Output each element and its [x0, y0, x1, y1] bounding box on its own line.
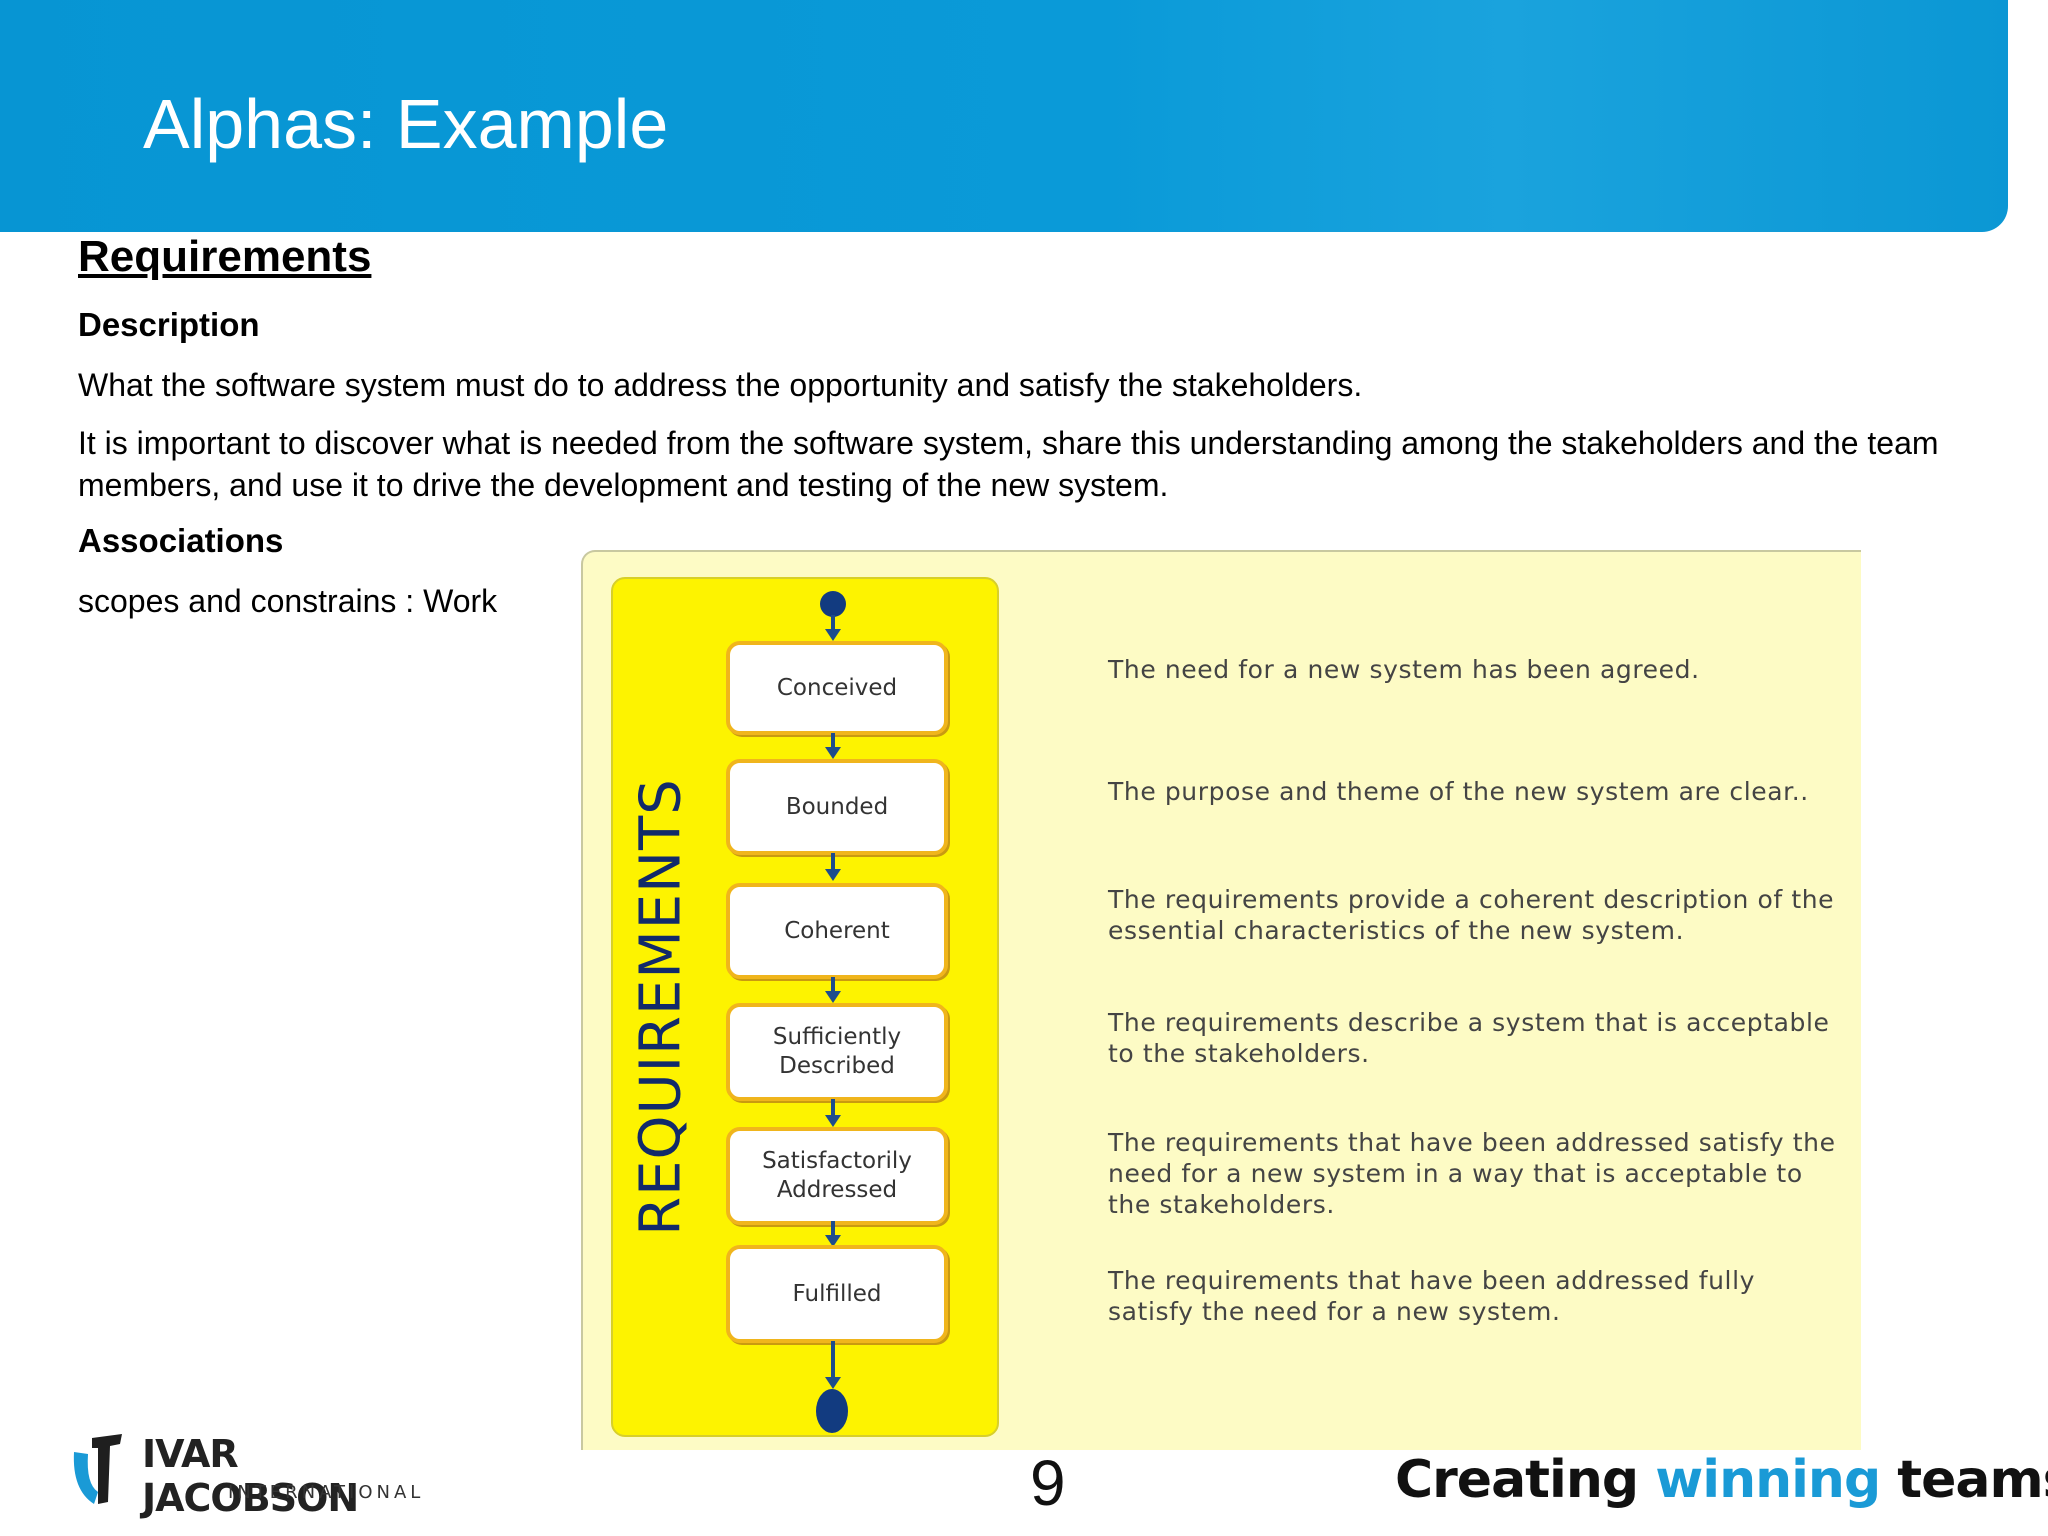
state-description-coherent: The requirements provide a coherent desc… [1108, 885, 1835, 945]
state-description-sufficiently-described: The requirements describe a system that … [1108, 1008, 1830, 1068]
tagline-part-2: teams. [1897, 1450, 2048, 1510]
state-fulfilled: Fulfilled [726, 1245, 948, 1343]
state-satisfactorily-addressed: Satisfactorily Addressed [726, 1127, 948, 1225]
logo-name: IVAR JACOBSON [142, 1432, 359, 1520]
arrow-icon [825, 1115, 841, 1127]
description-text-1: What the software system must do to addr… [78, 367, 1363, 403]
arrow-icon [825, 747, 841, 759]
description-text-2: It is important to discover what is need… [78, 425, 1939, 503]
state-description-fulfilled: The requirements that have been addresse… [1108, 1266, 1756, 1326]
connector [831, 1099, 835, 1117]
swimlane-label: REQUIREMENTS [628, 778, 694, 1236]
requirements-swimlane: REQUIREMENTS Conceived Bounded Coherent … [611, 577, 999, 1437]
header-banner: Alphas: Example [0, 0, 2008, 232]
connector [831, 853, 835, 873]
description-label: Description [78, 306, 260, 343]
connector [831, 1221, 835, 1239]
arrow-icon [825, 629, 841, 641]
end-node [816, 1389, 848, 1433]
arrow-icon [825, 991, 841, 1003]
logo-subtitle: INTERNATIONAL [228, 1482, 425, 1503]
state-coherent: Coherent [726, 883, 948, 979]
state-diagram: REQUIREMENTS Conceived Bounded Coherent … [581, 550, 1861, 1450]
logo-mark-icon [73, 1434, 122, 1504]
tagline-part-1: Creating [1395, 1450, 1656, 1510]
associations-label: Associations [78, 522, 284, 559]
connector [831, 733, 835, 751]
arrow-icon [825, 1235, 841, 1247]
tagline: Creating winning teams. [1395, 1450, 2048, 1510]
associations-text: scopes and constrains : Work [78, 583, 498, 619]
connector [831, 1341, 835, 1381]
state-description-conceived: The need for a new system has been agree… [1108, 655, 1700, 684]
arrow-icon [825, 1377, 841, 1389]
state-conceived: Conceived [726, 641, 948, 735]
start-node [820, 591, 846, 617]
state-description-bounded: The purpose and theme of the new system … [1108, 777, 1809, 806]
tagline-accent: winning [1655, 1450, 1881, 1510]
page-number: 9 [1030, 1447, 1066, 1519]
ivar-jacobson-logo: IVAR JACOBSON INTERNATIONAL [68, 1430, 428, 1520]
state-bounded: Bounded [726, 759, 948, 855]
slide-title: Alphas: Example [143, 85, 669, 163]
connector [831, 615, 835, 633]
section-title: Requirements [78, 232, 372, 281]
state-description-satisfactorily-addressed: The requirements that have been addresse… [1108, 1128, 1836, 1219]
connector [831, 977, 835, 995]
arrow-icon [825, 869, 841, 881]
state-sufficiently-described: Sufficiently Described [726, 1003, 948, 1101]
